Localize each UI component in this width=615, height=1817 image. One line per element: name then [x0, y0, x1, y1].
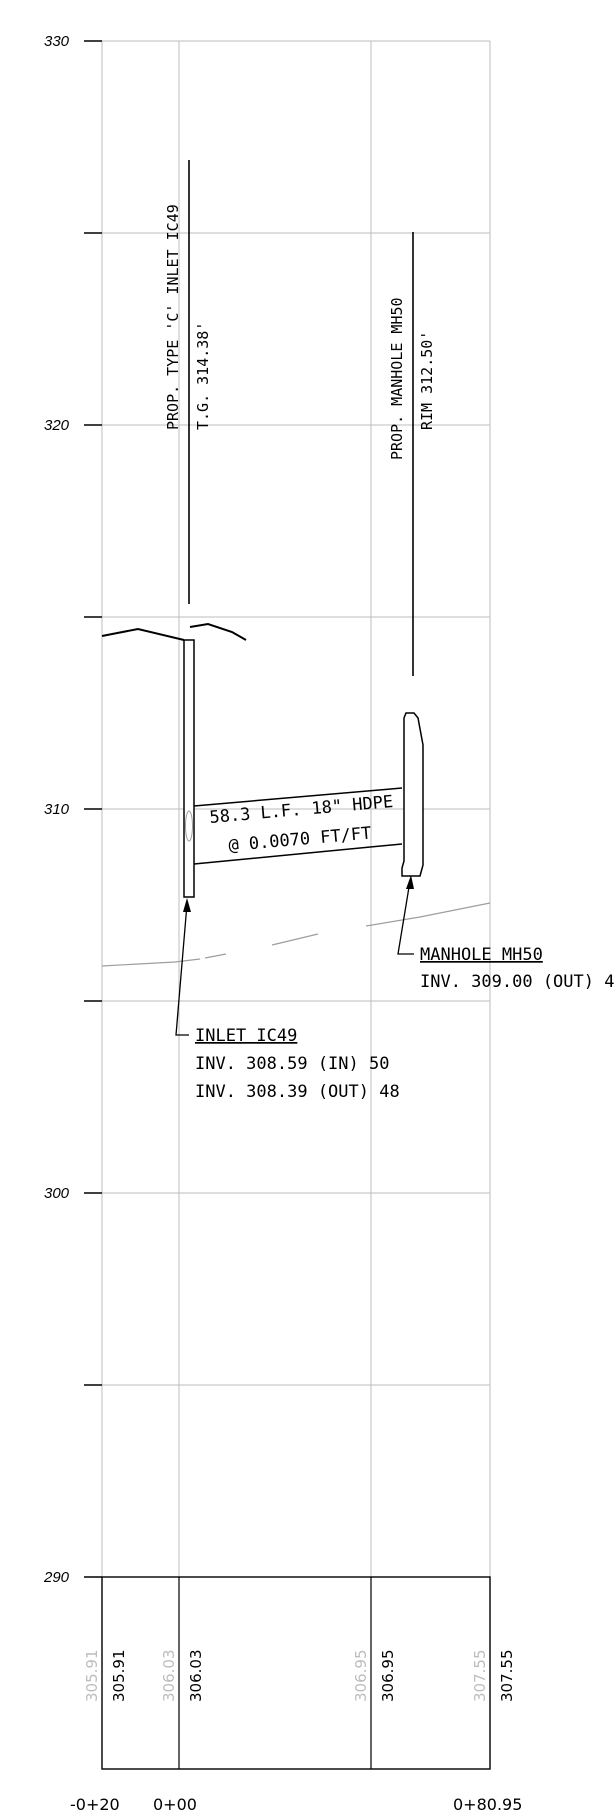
proposed-elevation-4: 307.55	[498, 1650, 516, 1703]
inlet-centerline-label: PROP. TYPE 'C' INLET IC49	[164, 204, 182, 430]
y-label-300: 300	[44, 1185, 70, 1202]
y-label-290: 290	[43, 1569, 70, 1586]
existing-elevation-3: 306.95	[352, 1650, 370, 1703]
inlet-callout: INLET IC49 INV. 308.59 (IN) 50 INV. 308.…	[175, 898, 400, 1102]
elevation-table	[101, 1576, 491, 1770]
proposed-elevation-2: 306.03	[187, 1650, 205, 1703]
manhole-rim-label: RIM 312.50'	[418, 331, 436, 430]
y-axis-labels: 330 320 310 300 290	[43, 33, 70, 1586]
pipe-slope-label: @ 0.0070 FT/FT	[228, 824, 372, 856]
inlet-invert-out: INV. 308.39 (OUT) 48	[195, 1082, 400, 1102]
inlet-callout-title: INLET IC49	[195, 1026, 297, 1046]
existing-elevation-1: 305.91	[83, 1650, 101, 1703]
existing-elevation-4: 307.55	[471, 1650, 489, 1703]
station-label-1: -0+20	[70, 1795, 120, 1814]
inlet-ic49: PROP. TYPE 'C' INLET IC49 T.G. 314.38'	[164, 160, 212, 898]
y-label-320: 320	[44, 417, 70, 434]
manhole-callout: MANHOLE MH50 INV. 309.00 (OUT) 49	[397, 875, 615, 992]
inlet-invert-in: INV. 308.59 (IN) 50	[195, 1054, 389, 1074]
station-label-3: 0+80.95	[453, 1795, 522, 1814]
manhole-callout-title: MANHOLE MH50	[420, 945, 543, 965]
y-label-310: 310	[44, 801, 70, 818]
existing-elevation-2: 306.03	[160, 1650, 178, 1703]
y-axis-ticks	[84, 40, 102, 1578]
proposed-elevation-3: 306.95	[379, 1650, 397, 1703]
manhole-centerline-label: PROP. MANHOLE MH50	[388, 297, 406, 460]
y-label-330: 330	[44, 33, 70, 50]
manhole-mh50: PROP. MANHOLE MH50 RIM 312.50'	[388, 232, 436, 877]
station-label-2: 0+00	[153, 1795, 197, 1814]
proposed-ground-line	[101, 622, 247, 641]
proposed-elevation-1: 305.91	[110, 1650, 128, 1703]
existing-ground-line	[101, 902, 491, 967]
elevation-values: 305.91 305.91 306.03 306.03 306.95 306.9…	[83, 1650, 516, 1703]
manhole-invert-out: INV. 309.00 (OUT) 49	[420, 972, 615, 992]
station-labels: -0+20 0+00 0+80.95	[70, 1795, 522, 1814]
inlet-top-grate-label: T.G. 314.38'	[194, 322, 212, 430]
